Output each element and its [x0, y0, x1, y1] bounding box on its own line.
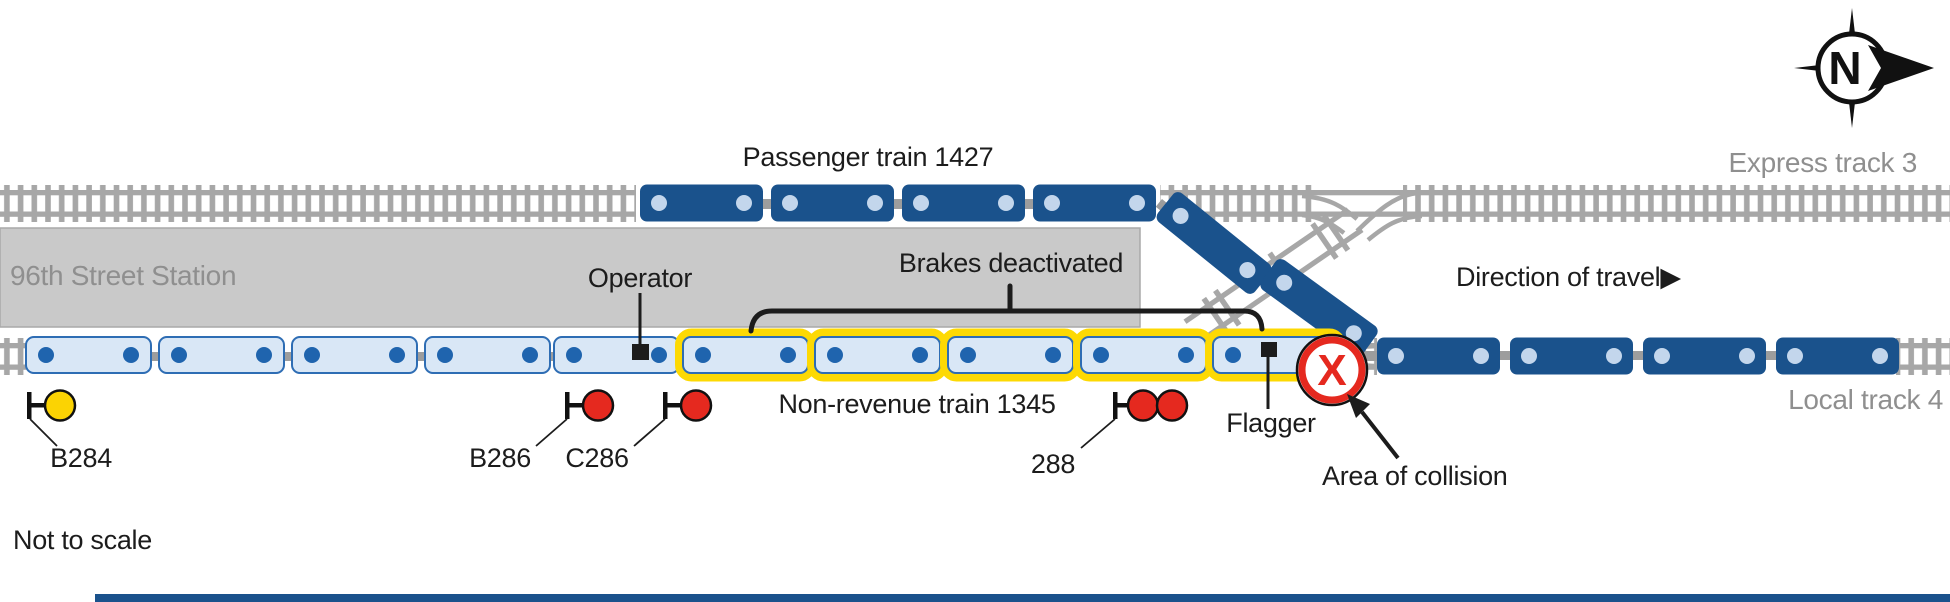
signal-B286 [535, 389, 615, 447]
train-car-brakes-deactivated [940, 328, 1081, 382]
passenger-train-1427 [640, 184, 1899, 375]
flagger-marker [1261, 342, 1277, 357]
train-car [902, 184, 1025, 222]
collision-symbol: X [1295, 333, 1369, 407]
compass-north-label: N [1828, 42, 1861, 94]
signal-aspect-yellow [43, 389, 77, 422]
train-car [25, 336, 152, 374]
train-car [640, 184, 763, 222]
signal-label-288: 288 [1030, 449, 1076, 479]
compass-east-needle [1868, 45, 1934, 91]
compass-south-tick [1848, 98, 1856, 128]
signal-aspect-red [1126, 389, 1160, 422]
signal-leader-line [633, 418, 666, 447]
signal-leader-line [29, 418, 58, 447]
signal-label-B286: B286 [469, 443, 531, 473]
train-car [1033, 184, 1156, 222]
train-car [424, 336, 551, 374]
train-car [1776, 337, 1899, 375]
train-car-tilted [1260, 259, 1378, 357]
operator-label: Operator [587, 263, 693, 293]
signal-288 [1080, 389, 1189, 449]
express-track-label: Express track 3 [1728, 147, 1918, 178]
train-car-brakes-deactivated [675, 328, 816, 382]
signal-aspect-red [1155, 389, 1189, 422]
train-car-brakes-deactivated [807, 328, 948, 382]
signal-leader-line [535, 418, 568, 447]
area-of-collision-label: Area of collision [1322, 461, 1508, 491]
collision-arrow [1347, 394, 1400, 460]
compass: N [1794, 8, 1934, 128]
local-track-label: Local track 4 [1788, 384, 1943, 415]
station-label: 96th Street Station [10, 260, 237, 291]
signal-aspect-red [679, 389, 713, 422]
signal-leader-line [1080, 418, 1116, 449]
compass-north-tick [1848, 8, 1856, 38]
train-car-operator [553, 336, 680, 374]
collision-x-mark: X [1317, 346, 1346, 395]
flagger-label: Flagger [1226, 408, 1316, 438]
signal-aspect-red [581, 389, 615, 422]
train-car-brakes-deactivated [1073, 328, 1214, 382]
train-car [771, 184, 894, 222]
train-car [291, 336, 418, 374]
non-revenue-train-1345 [25, 328, 1346, 382]
signal-B284 [27, 389, 77, 447]
train-car [1510, 337, 1633, 375]
train-car [1377, 337, 1500, 375]
passenger-train-label: Passenger train 1427 [742, 142, 994, 172]
brakes-deactivated-label: Brakes deactivated [898, 248, 1124, 278]
train-car [158, 336, 285, 374]
operator-marker [632, 344, 649, 360]
train-car [1643, 337, 1766, 375]
signal-label-C286: C286 [565, 443, 629, 473]
bottom-cropped-bar [95, 594, 1950, 602]
not-to-scale-note: Not to scale [13, 525, 152, 555]
direction-of-travel-label: Direction of travel▶ [1456, 262, 1681, 292]
brakes-bracket [748, 283, 1265, 334]
signal-C286 [633, 389, 713, 447]
non-revenue-train-label: Non-revenue train 1345 [778, 389, 1056, 419]
train-car-tilted [1156, 192, 1272, 294]
signal-label-B284: B284 [50, 443, 112, 473]
